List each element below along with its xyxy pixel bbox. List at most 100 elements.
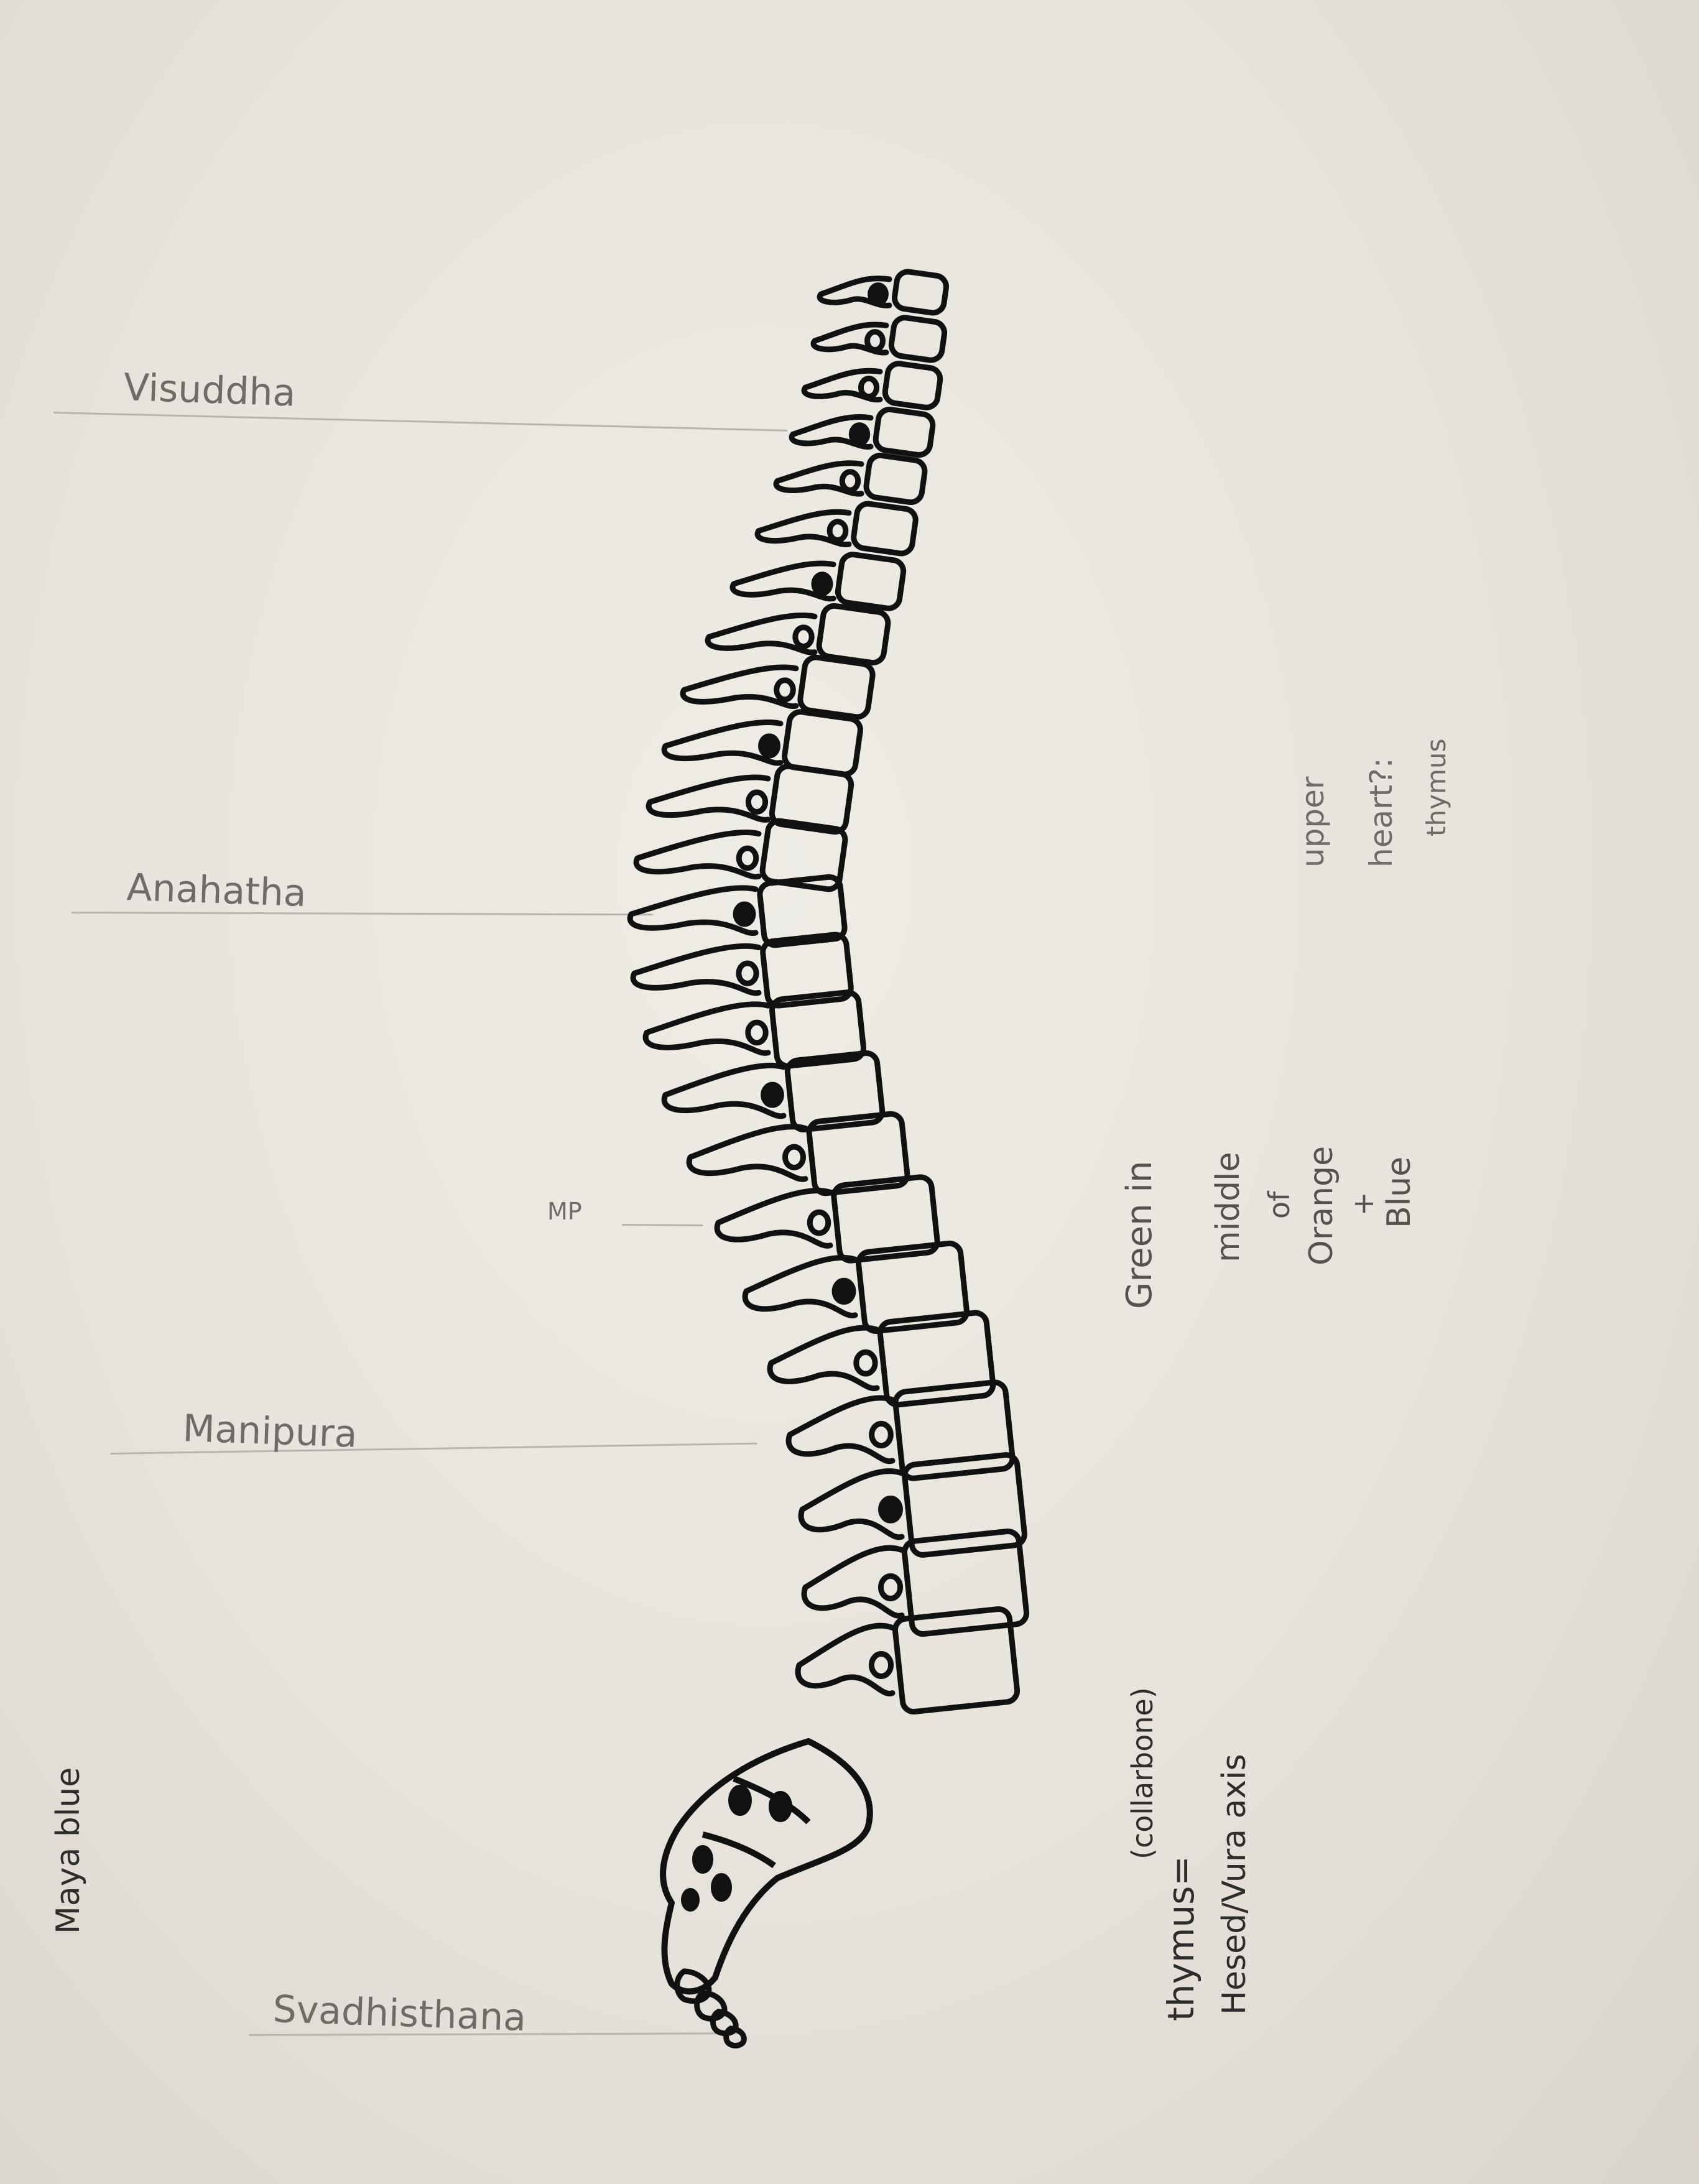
spinous-process <box>742 1254 858 1318</box>
spinous-process <box>810 322 889 356</box>
spinous-process <box>801 1545 905 1619</box>
vertebra <box>729 552 907 611</box>
vertebral-body <box>757 874 848 948</box>
intervertebral-foramen <box>853 1349 878 1377</box>
intervertebral-foramen <box>839 469 861 493</box>
intervertebral-foramen <box>878 1495 903 1524</box>
intervertebral-foramen <box>761 1081 784 1108</box>
intervertebral-foramen <box>848 422 871 447</box>
vertebrae-group <box>627 269 1030 1714</box>
vertebral-body <box>892 1379 1016 1481</box>
intervertebral-foramen <box>858 376 880 400</box>
vertebral-body <box>877 1310 996 1408</box>
vertebra <box>630 932 854 1009</box>
spinous-process <box>661 1062 787 1119</box>
intervertebral-foramen <box>811 571 833 596</box>
vertebra <box>773 452 928 506</box>
vertebral-body <box>851 501 919 557</box>
spinous-process <box>729 560 836 602</box>
sacrum <box>660 1738 873 1995</box>
spinous-process <box>646 774 771 823</box>
vertebral-body <box>816 603 891 666</box>
vertebra <box>627 874 848 948</box>
vertebral-body <box>784 1050 886 1132</box>
spinous-process <box>661 719 784 766</box>
vertebra <box>705 603 891 666</box>
spinous-process <box>627 885 759 937</box>
vertebra <box>795 1606 1021 1714</box>
spinous-process <box>754 509 852 548</box>
intervertebral-foramen <box>782 1144 806 1170</box>
vertebral-body <box>835 552 907 611</box>
spinous-process <box>714 1188 833 1249</box>
vertebra <box>633 818 848 892</box>
vertebra <box>798 1452 1027 1558</box>
vertebra <box>686 1111 910 1196</box>
spinous-process <box>798 1468 905 1540</box>
intervertebral-foramen <box>869 1420 894 1449</box>
spinous-process <box>633 830 762 880</box>
vertebra <box>661 709 863 777</box>
vertebra <box>810 315 948 363</box>
vertebral-body <box>888 315 948 363</box>
vertebra <box>801 361 943 410</box>
spinous-process <box>795 1622 896 1696</box>
vertebra <box>714 1174 940 1264</box>
intervertebral-foramen <box>868 282 889 306</box>
vertebra <box>817 269 949 316</box>
spinous-process <box>680 664 799 710</box>
spinous-process <box>789 414 874 450</box>
spinous-process <box>817 275 892 308</box>
vertebra <box>646 763 854 835</box>
vertebral-body <box>901 1529 1030 1637</box>
vertebral-body <box>769 763 854 835</box>
vertebra <box>680 654 876 720</box>
vertebra <box>767 1310 996 1408</box>
spinous-process <box>801 368 883 403</box>
intervertebral-foramen <box>792 624 815 649</box>
spinous-process <box>767 1325 880 1392</box>
spinous-process <box>686 1124 808 1182</box>
vertebra <box>789 407 936 458</box>
intervertebral-foramen <box>877 1573 904 1601</box>
vertebra <box>785 1379 1016 1481</box>
vertebra <box>642 989 866 1069</box>
intervertebral-foramen <box>758 733 780 759</box>
vertebra <box>661 1050 886 1132</box>
intervertebral-foramen <box>864 329 886 353</box>
vertebral-body <box>892 269 949 316</box>
vertebra <box>754 501 919 557</box>
intervertebral-foramen <box>745 1019 769 1046</box>
spinous-process <box>705 612 818 655</box>
vertebral-body <box>760 932 854 1009</box>
intervertebral-foramen <box>736 845 759 871</box>
vertebral-body <box>831 1174 940 1264</box>
intervertebral-foramen <box>826 519 849 543</box>
intervertebral-foramen <box>745 789 769 815</box>
vertebra <box>742 1241 970 1334</box>
intervertebral-foramen <box>807 1209 831 1236</box>
intervertebral-foramen <box>831 1277 856 1305</box>
vertebral-body <box>892 1606 1021 1714</box>
coccyx <box>674 1968 747 2048</box>
vertebral-body <box>797 654 876 720</box>
vertebral-body <box>863 452 928 506</box>
vertebral-body <box>902 1452 1027 1558</box>
vertebra <box>801 1529 1030 1637</box>
vertebral-body <box>806 1111 910 1196</box>
vertebral-body <box>769 989 866 1069</box>
vertebral-body <box>856 1241 970 1334</box>
spinous-process <box>785 1395 896 1464</box>
intervertebral-foramen <box>733 901 756 927</box>
vertebral-body <box>759 818 848 892</box>
intervertebral-foramen <box>868 1651 894 1679</box>
intervertebral-foramen <box>736 960 759 986</box>
mp-label: MP <box>547 1198 582 1225</box>
vertebral-body <box>882 361 943 410</box>
spinous-process <box>642 1001 771 1056</box>
intervertebral-foramen <box>774 677 796 703</box>
spinous-process <box>773 460 864 497</box>
spinous-process <box>630 943 762 996</box>
